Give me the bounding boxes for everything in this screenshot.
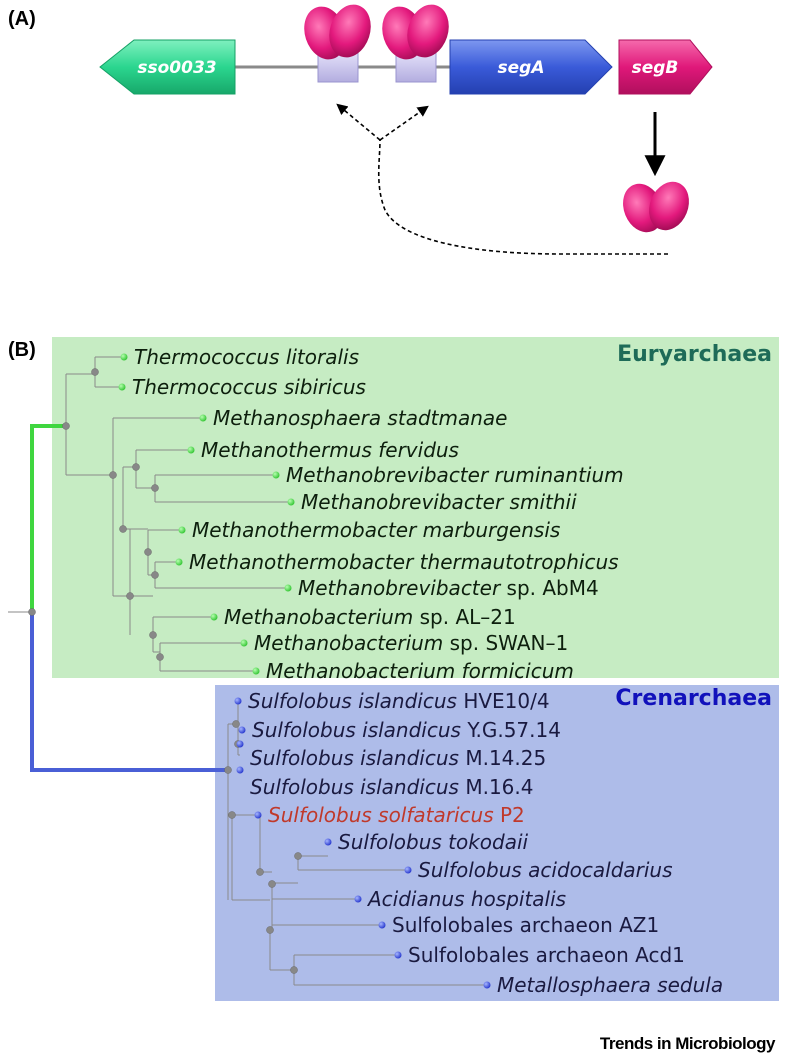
euryarchaea-leaf-dot-11	[252, 667, 260, 675]
crenarchaea-species-2: Sulfolobus islandicus M.14.25	[250, 746, 546, 770]
crenarchaea-box	[215, 685, 779, 1001]
euryarchaea-species-3: Methanothermus fervidus	[201, 438, 459, 462]
euryarchaea-title: Euryarchaea	[617, 342, 772, 367]
crenarchaea-species-1: Sulfolobus islandicus Y.G.57.14	[252, 718, 561, 742]
euryarchaea-species-0: Thermococcus litoralis	[134, 345, 359, 369]
segA-gene: segA	[449, 39, 613, 95]
euryarchaea-species-1: Thermococcus sibiricus	[132, 375, 366, 399]
panel-a-label: (A)	[8, 8, 36, 30]
euryarchaea-leaf-dot-9	[210, 613, 218, 621]
euryarchaea-species-9: Methanobacterium sp. AL–21	[224, 605, 516, 629]
crenarchaea-leaves: Sulfolobus islandicus HVE10/4Sulfolobus …	[234, 689, 723, 997]
euryarchaea-leaf-dot-2	[199, 414, 207, 422]
crenarchaea-species-8: Sulfolobales archaeon AZ1	[392, 913, 659, 937]
crenarchaea-leaf-dot-4	[254, 811, 262, 819]
protein-dimer-bound-2	[382, 4, 449, 60]
sso0033-label: sso0033	[137, 58, 216, 78]
panel-b-label: (B)	[8, 339, 36, 361]
euryarchaea-species-8: Methanobrevibacter sp. AbM4	[298, 576, 599, 600]
euryarchaea-species-2: Methanosphaera stadtmanae	[213, 406, 507, 430]
segA-label: segA	[498, 58, 545, 78]
euryarchaea-leaf-dot-5	[287, 498, 295, 506]
crenarchaea-species-9: Sulfolobales archaeon Acd1	[408, 943, 685, 967]
crenarchaea-leaf-dot-3	[236, 766, 244, 774]
crenarchaea-title: Crenarchaea	[615, 686, 772, 711]
euryarchaea-leaf-dot-1	[118, 383, 126, 391]
euryarchaea-leaf-dot-4	[272, 471, 280, 479]
crenarchaea-leaf-dot-2	[236, 740, 244, 748]
crenarchaea-species-10: Metallosphaera sedula	[497, 973, 723, 997]
euryarchaea-leaf-dot-3	[187, 446, 195, 454]
euryarchaea-box	[52, 337, 779, 678]
crenarchaea-leaf-dot-9	[394, 951, 402, 959]
euryarchaea-species-10: Methanobacterium sp. SWAN–1	[254, 631, 568, 655]
segB-gene: segB	[618, 39, 713, 95]
crenarchaea-species-4: Sulfolobus solfataricus P2	[268, 803, 525, 827]
euryarchaea-species-4: Methanobrevibacter ruminantium	[286, 463, 624, 487]
crenarchaea-species-6: Sulfolobus acidocaldarius	[418, 858, 673, 882]
euryarchaea-leaf-dot-6	[178, 526, 186, 534]
euryarchaea-species-7: Methanothermobacter thermautotrophicus	[189, 550, 619, 574]
crenarchaea-species-7: Acidianus hospitalis	[366, 887, 566, 911]
euryarchaea-leaf-dot-8	[284, 584, 292, 592]
euryarchaea-species-5: Methanobrevibacter smithii	[301, 490, 577, 514]
journal-footer: Trends in Microbiology	[599, 1034, 776, 1053]
sso0033-gene: sso0033	[99, 39, 236, 95]
segB-label: segB	[632, 58, 679, 78]
euryarchaea-species-6: Methanothermobacter marburgensis	[192, 518, 560, 542]
crenarchaea-leaf-dot-1	[238, 726, 246, 734]
euryarchaea-leaf-dot-0	[120, 353, 128, 361]
euryarchaea-leaf-dot-7	[175, 558, 183, 566]
crenarchaea-species-3: Sulfolobus islandicus M.16.4	[250, 775, 533, 799]
crenarchaea-leaf-dot-10	[483, 981, 491, 989]
crenarchaea-leaf-dot-7	[354, 895, 362, 903]
euryarchaea-tree	[28, 356, 291, 672]
crenarchaea-species-5: Sulfolobus tokodaii	[338, 830, 529, 854]
crenarchaea-leaf-dot-0	[234, 697, 242, 705]
protein-dimer-bound-1	[304, 4, 371, 60]
euryarchaea-stem	[30, 424, 66, 612]
feedback-path	[336, 103, 668, 255]
euryarchaea-leaf-dot-10	[240, 639, 248, 647]
protein-dimer-free	[623, 181, 689, 233]
crenarchaea-leaf-dot-6	[404, 866, 412, 874]
crenarchaea-leaf-dot-8	[378, 921, 386, 929]
crenarchaea-species-0: Sulfolobus islandicus HVE10/4	[248, 689, 550, 713]
crenarchaea-stem	[30, 612, 228, 772]
euryarchaea-species-11: Methanobacterium formicicum	[266, 659, 574, 683]
crenarchaea-tree	[224, 701, 487, 986]
crenarchaea-leaf-dot-5	[324, 838, 332, 846]
